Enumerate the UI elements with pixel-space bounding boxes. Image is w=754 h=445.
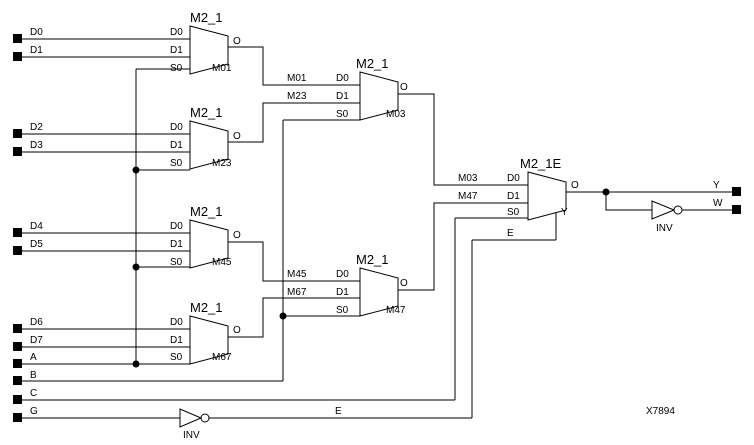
mux-m23-instance: M23 [212, 158, 232, 169]
input-label-d0: D0 [30, 27, 43, 38]
io-terminals [13, 34, 741, 422]
svg-text:D1: D1 [336, 287, 349, 298]
mux-m03-instance: M03 [386, 109, 406, 120]
input-labels: D0 D1 D2 D3 D4 D5 D6 D7 A B C G [30, 27, 43, 417]
svg-text:O: O [233, 131, 241, 142]
input-label-d1: D1 [30, 45, 43, 56]
output-label-y: Y [713, 180, 720, 191]
mux-m67-instance: M67 [212, 352, 232, 363]
mux-m03: M2_1 D0 D1 S0 O M03 M01 M23 [287, 56, 408, 121]
svg-text:D1: D1 [336, 91, 349, 102]
inverter-w: INV [651, 200, 683, 234]
svg-text:S0: S0 [170, 63, 183, 74]
mux-m45: M2_1 D0 D1 S0 O M45 [170, 204, 241, 269]
input-label-d4: D4 [30, 221, 43, 232]
mux-m45-instance: M45 [212, 257, 232, 268]
svg-text:S0: S0 [336, 305, 349, 316]
mux-final-enable: M2_1E D0 D1 S0 O Y M03 M47 E [458, 156, 579, 239]
mux-m23-type: M2_1 [190, 105, 223, 120]
mux-final-type: M2_1E [520, 156, 562, 171]
svg-text:D0: D0 [170, 27, 183, 38]
mux-m47-type: M2_1 [356, 252, 389, 267]
output-labels: Y W [713, 180, 723, 209]
inverter-g-label: INV [183, 430, 200, 441]
net-label-m67: M67 [287, 287, 307, 298]
svg-text:O: O [571, 180, 579, 191]
svg-text:O: O [400, 278, 408, 289]
svg-text:D0: D0 [336, 73, 349, 84]
net-label-m01: M01 [287, 73, 307, 84]
mux-m03-type: M2_1 [356, 56, 389, 71]
svg-text:D0: D0 [336, 269, 349, 280]
output-label-w: W [713, 198, 723, 209]
mux-m67: M2_1 D0 D1 S0 O M67 [170, 300, 241, 365]
svg-text:D1: D1 [170, 335, 183, 346]
svg-text:D1: D1 [170, 140, 183, 151]
input-label-a: A [30, 352, 37, 363]
svg-text:O: O [233, 325, 241, 336]
input-label-d3: D3 [30, 140, 43, 151]
svg-text:O: O [400, 82, 408, 93]
mux-m01: M2_1 D0 D1 S0 O M01 [170, 10, 241, 75]
svg-text:S0: S0 [170, 352, 183, 363]
inverter-g: INV E [179, 406, 342, 441]
net-label-e-lower: E [335, 406, 342, 417]
svg-text:S0: S0 [336, 109, 349, 120]
mux-m47: M2_1 D0 D1 S0 O M47 M45 M67 [287, 252, 408, 317]
net-label-e-upper: E [507, 228, 514, 239]
input-label-g: G [30, 406, 38, 417]
wires [22, 38, 732, 419]
input-label-d5: D5 [30, 239, 43, 250]
svg-text:S0: S0 [170, 158, 183, 169]
mux-m47-instance: M47 [386, 305, 406, 316]
mux-m23: M2_1 D0 D1 S0 O M23 [170, 105, 241, 170]
mux-m01-instance: M01 [212, 63, 232, 74]
net-label-m47: M47 [458, 191, 478, 202]
svg-text:O: O [233, 36, 241, 47]
svg-text:D0: D0 [170, 122, 183, 133]
net-label-m23: M23 [287, 91, 307, 102]
svg-text:D1: D1 [170, 239, 183, 250]
svg-text:D0: D0 [507, 173, 520, 184]
input-label-d7: D7 [30, 335, 43, 346]
junction-dots [132, 166, 610, 368]
inverter-w-label: INV [656, 223, 673, 234]
svg-text:D0: D0 [170, 221, 183, 232]
mux-m67-type: M2_1 [190, 300, 223, 315]
input-label-d2: D2 [30, 122, 43, 133]
input-label-b: B [30, 370, 37, 381]
net-label-m03: M03 [458, 173, 478, 184]
svg-text:D1: D1 [507, 191, 520, 202]
mux-m01-type: M2_1 [190, 10, 223, 25]
svg-text:O: O [233, 230, 241, 241]
mux-m45-type: M2_1 [190, 204, 223, 219]
svg-text:S0: S0 [170, 257, 183, 268]
figure-id: X7894 [646, 406, 675, 417]
svg-text:Y: Y [561, 207, 568, 218]
net-label-m45: M45 [287, 269, 307, 280]
svg-text:S0: S0 [507, 207, 520, 218]
svg-text:D1: D1 [170, 45, 183, 56]
svg-text:D0: D0 [170, 317, 183, 328]
input-label-c: C [30, 388, 37, 399]
input-label-d6: D6 [30, 317, 43, 328]
